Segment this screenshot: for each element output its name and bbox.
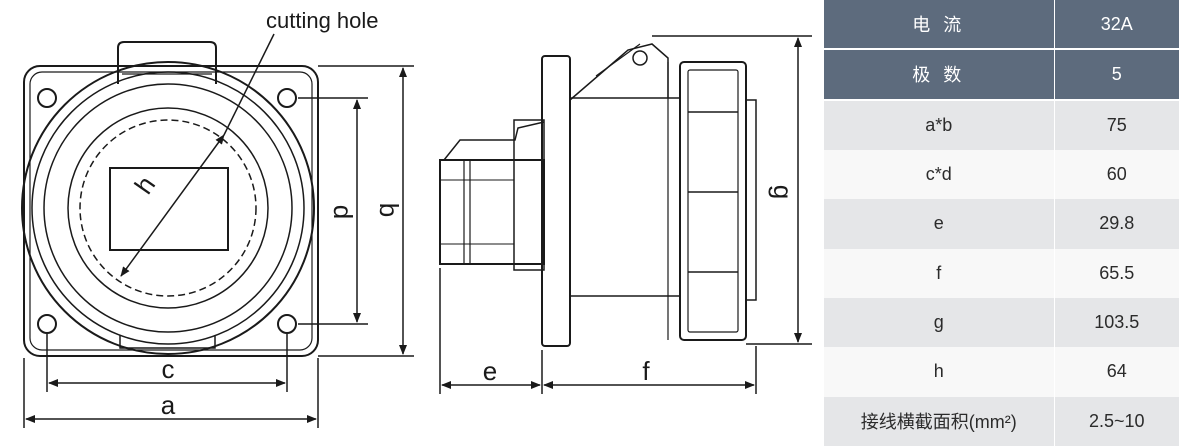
dim-c (46, 334, 288, 392)
table-row: c*d 60 (824, 149, 1179, 200)
mount-hole-tr (277, 88, 297, 108)
cutting-hole-circle (79, 119, 257, 297)
header-key-poles: 极 数 (824, 49, 1054, 101)
mount-hole-tl (37, 88, 57, 108)
ring-4 (67, 107, 269, 309)
table-row: h 64 (824, 347, 1179, 397)
dim-d-label: d (328, 205, 358, 219)
row-key: a*b (824, 99, 1054, 150)
row-value: 64 (1053, 347, 1179, 397)
front-view (21, 41, 319, 357)
row-key: c*d (824, 149, 1054, 200)
plug-collar (513, 119, 545, 271)
bottom-tab (119, 335, 216, 349)
dim-g-label: g (768, 185, 798, 199)
dim-e (439, 268, 543, 394)
centre-window (109, 167, 229, 251)
header-value-current: 32A (1053, 0, 1179, 51)
side-body (570, 97, 680, 297)
dim-f-label: f (642, 356, 650, 386)
side-view (439, 43, 757, 347)
table-row: f 65.5 (824, 248, 1179, 298)
dim-e-label: e (483, 356, 497, 386)
row-value: 75 (1053, 99, 1179, 150)
side-flange (541, 55, 571, 347)
table-row: a*b 75 (824, 99, 1179, 150)
cutting-hole-title: cutting hole (266, 8, 379, 33)
dim-h-label: h (128, 170, 161, 199)
row-value: 60 (1053, 149, 1179, 200)
row-key: 接线横截面积(mm²) (824, 396, 1054, 446)
side-cover (679, 61, 747, 341)
mount-hole-br (277, 314, 297, 334)
row-key: h (824, 347, 1054, 397)
table-row: e 29.8 (824, 199, 1179, 249)
dim-d (298, 97, 368, 325)
dim-g (652, 35, 812, 345)
row-key: g (824, 297, 1054, 348)
row-value: 2.5~10 (1053, 396, 1179, 446)
mount-hole-bl (37, 314, 57, 334)
hinge-pin (632, 50, 648, 66)
ring-2 (31, 71, 305, 345)
dim-b (318, 65, 414, 357)
header-value-poles: 5 (1053, 49, 1179, 101)
dim-f (543, 346, 757, 394)
dim-c-label: c (162, 354, 175, 384)
ring-3 (43, 83, 293, 333)
plug-body (439, 159, 545, 265)
lid-hinge (117, 41, 217, 84)
leader-cutting-hole (223, 33, 275, 136)
row-value: 29.8 (1053, 199, 1179, 249)
dim-a (23, 358, 319, 428)
dim-h-line (120, 134, 225, 277)
row-value: 65.5 (1053, 248, 1179, 298)
front-flange (23, 65, 319, 357)
table-row: 接线横截面积(mm²) 2.5~10 (824, 396, 1179, 446)
table-header-row: 电 流 32A (824, 0, 1179, 51)
dim-a-label: a (161, 390, 176, 420)
row-value: 103.5 (1053, 297, 1179, 348)
header-key-current: 电 流 (824, 0, 1054, 51)
row-key: f (824, 248, 1054, 298)
row-key: e (824, 199, 1054, 249)
outer-ring (21, 61, 315, 355)
table-header-row: 极 数 5 (824, 49, 1179, 101)
dim-b-label: b (374, 203, 404, 217)
table-row: g 103.5 (824, 297, 1179, 348)
spec-table: 电 流 32A 极 数 5 a*b 75 c*d 60 e 29.8 f 65.… (824, 0, 1179, 446)
technical-drawing: h cutting hole d b c a (21, 8, 812, 428)
